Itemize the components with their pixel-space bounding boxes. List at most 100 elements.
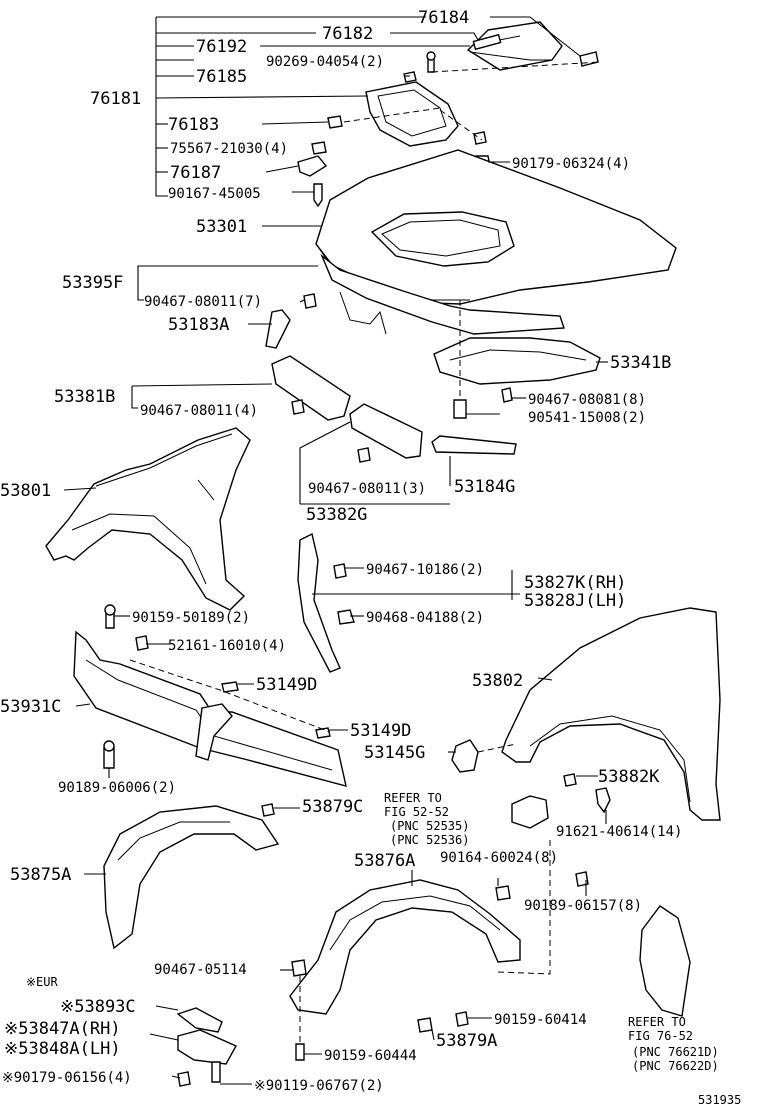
liner-53875A xyxy=(103,805,280,950)
seal-53184G xyxy=(431,435,517,455)
bracket-53827K xyxy=(297,532,341,673)
label-90179b: ※90179-06156(4) xyxy=(2,1070,132,1086)
label-53931C: 53931C xyxy=(0,697,61,717)
bolt-90119 xyxy=(211,1061,221,1083)
clip-75567 xyxy=(311,141,327,155)
label-90467d: 90467-08011(3) xyxy=(308,481,426,497)
bolt-91621 xyxy=(595,787,611,814)
fender-bracket-group xyxy=(297,532,355,673)
label-53149Db: 53149D xyxy=(350,721,411,741)
clip-53145G xyxy=(451,739,479,773)
label-90269: 90269-04054(2) xyxy=(266,54,384,70)
refer1-line4: (PNC 52536) xyxy=(390,833,469,847)
seal-strips-group xyxy=(271,355,517,463)
clip-90467e xyxy=(333,563,347,579)
label-90119: ※90119-06767(2) xyxy=(254,1078,384,1094)
clip-53149Db xyxy=(315,727,331,739)
label-76182: 76182 xyxy=(322,24,373,44)
label-76192: 76192 xyxy=(196,37,247,57)
label-53875A: 53875A xyxy=(10,865,71,885)
label-53395F: 53395F xyxy=(62,273,123,293)
label-76184: 76184 xyxy=(418,8,469,28)
label-53183A: 53183A xyxy=(168,315,229,335)
label-53848A: ※53848A(LH) xyxy=(4,1039,121,1059)
clip-90468 xyxy=(337,609,355,625)
label-76183: 76183 xyxy=(168,115,219,135)
leader-lines xyxy=(63,16,608,1085)
bracket-53893C xyxy=(176,1007,223,1033)
clip-76184 xyxy=(579,51,599,67)
label-53828J: 53828J(LH) xyxy=(524,591,626,611)
refer1-line1: REFER TO xyxy=(384,791,442,805)
right-fender-group xyxy=(451,607,721,829)
screw-90164 xyxy=(495,885,511,901)
label-90159a: 90159-50189(2) xyxy=(132,610,250,626)
label-90467f: 90467-05114 xyxy=(154,962,247,978)
seal-53183A xyxy=(265,309,291,349)
eur-bracket-group xyxy=(176,1007,237,1087)
bolt-90159b xyxy=(455,1011,469,1027)
hood-scoop-group xyxy=(297,21,601,208)
label-90468: 90468-04188(2) xyxy=(366,610,484,626)
front-frame-group xyxy=(73,604,347,787)
seal-53381B xyxy=(271,355,351,421)
bolt-90159c xyxy=(295,1043,305,1061)
label-53879Ca: 53879C xyxy=(302,797,363,817)
bracket-53847A xyxy=(177,1029,237,1065)
label-53802: 53802 xyxy=(472,671,523,691)
seal-53382G xyxy=(349,403,423,459)
hood-scoop-opening xyxy=(370,211,515,267)
label-91621: 91621-40614(14) xyxy=(556,824,682,840)
diagram-number: 531935 xyxy=(698,1093,741,1107)
left-fender-group xyxy=(45,427,251,611)
label-eur: ※EUR xyxy=(26,975,59,989)
label-90164: 90164-60024(8) xyxy=(440,850,558,866)
label-76181: 76181 xyxy=(90,89,141,109)
screw-90167 xyxy=(313,183,323,208)
frame-upright xyxy=(195,703,233,761)
hood-group xyxy=(265,149,677,419)
seal-76187 xyxy=(297,155,328,177)
label-53893C: ※53893C xyxy=(60,997,136,1017)
label-53801: 53801 xyxy=(0,481,51,501)
label-52161: 52161-16010(4) xyxy=(168,638,286,654)
label-76187: 76187 xyxy=(170,163,221,183)
bracket-52535 xyxy=(511,795,549,829)
mudguard-76621 xyxy=(639,905,691,1017)
clip-53879A xyxy=(417,1017,433,1033)
clip-90467d xyxy=(357,447,371,463)
label-53301: 53301 xyxy=(196,217,247,237)
fender-liner-group xyxy=(103,803,589,1061)
refer2-line2: FIG 76-52 xyxy=(628,1029,693,1043)
label-53145G: 53145G xyxy=(364,743,425,763)
part-labels: 76184 76182 76192 90269-04054(2) 76185 7… xyxy=(0,8,741,1107)
label-90541: 90541-15008(2) xyxy=(528,410,646,426)
label-90189a: 90189-06006(2) xyxy=(58,780,176,796)
clip-90467b xyxy=(291,399,305,415)
label-53149Da: 53149D xyxy=(256,675,317,695)
screw-90189b xyxy=(575,871,589,887)
label-53341B: 53341B xyxy=(610,353,671,373)
clip-90467a xyxy=(303,293,317,309)
label-76185: 76185 xyxy=(196,67,247,87)
clip-90179b xyxy=(177,1071,191,1087)
refer1-line2: FIG 52-52 xyxy=(384,805,449,819)
label-90467b: 90467-08011(4) xyxy=(140,403,258,419)
label-90167: 90167-45005 xyxy=(168,186,261,202)
scoop-grille-part xyxy=(472,33,502,51)
label-53382G: 53382G xyxy=(306,505,367,525)
clip-52161 xyxy=(135,635,149,651)
label-53882K: 53882K xyxy=(598,767,660,787)
hood-seal-53341B xyxy=(433,337,601,385)
label-90189b: 90189-06157(8) xyxy=(524,898,642,914)
fender-53802 xyxy=(501,607,721,821)
refer1-line3: (PNC 52535) xyxy=(390,819,469,833)
mudguard-group xyxy=(639,905,691,1017)
cushion-90541 xyxy=(453,399,467,419)
clip-76185 xyxy=(403,71,417,83)
clip-90467c xyxy=(501,387,513,403)
label-90159c: 90159-60444 xyxy=(324,1048,417,1064)
label-53879A: 53879A xyxy=(436,1031,497,1051)
